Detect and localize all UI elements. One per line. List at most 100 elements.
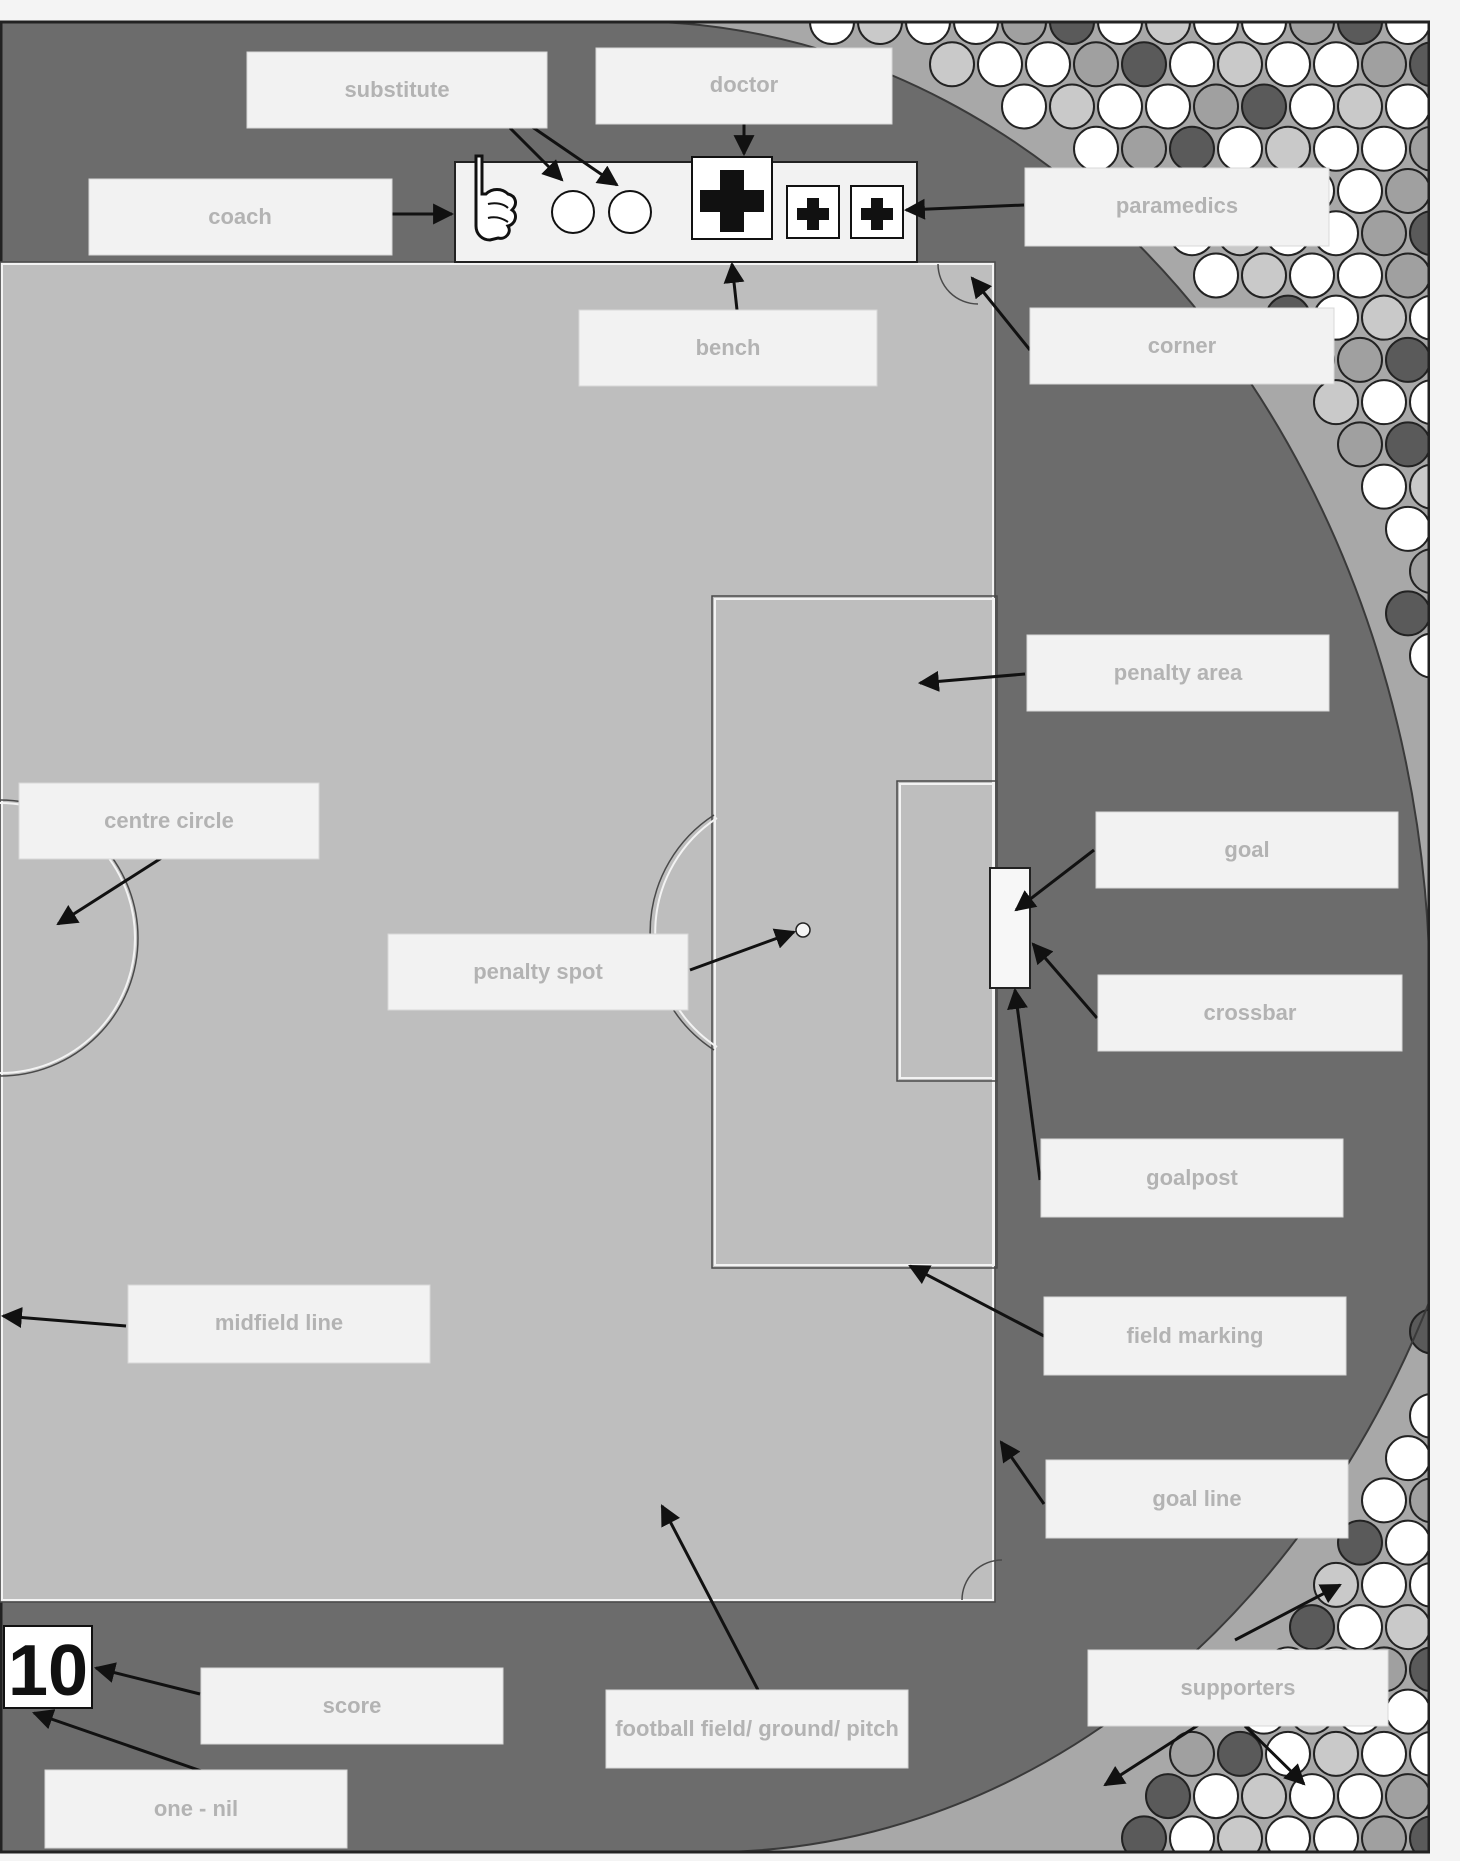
supporter-icon: [1386, 1774, 1430, 1818]
supporter-icon: [1314, 127, 1358, 171]
label-midfield-line: midfield line: [128, 1285, 430, 1363]
svg-text:field marking: field marking: [1127, 1323, 1264, 1348]
svg-text:coach: coach: [208, 204, 272, 229]
supporter-icon: [1338, 422, 1382, 466]
bench: [455, 162, 917, 262]
supporter-icon: [1170, 1816, 1214, 1856]
supporter-icon: [1386, 591, 1430, 635]
svg-text:goalpost: goalpost: [1146, 1165, 1238, 1190]
supporter-icon: [1290, 253, 1334, 297]
supporter-icon: [1122, 1816, 1166, 1856]
supporter-icon: [1218, 1732, 1262, 1776]
label-substitute: substitute: [247, 52, 547, 128]
label-penalty-spot: penalty spot: [388, 934, 688, 1010]
supporter-icon: [1266, 42, 1310, 86]
label-football-field: football field/ ground/ pitch: [606, 1690, 908, 1768]
supporter-icon: [1266, 127, 1310, 171]
supporter-icon: [1218, 42, 1262, 86]
substitute-player-icon: [552, 191, 594, 233]
football-pitch: [0, 262, 995, 1602]
supporter-icon: [1338, 253, 1382, 297]
supporter-icon: [1362, 1478, 1406, 1522]
supporter-icon: [1362, 296, 1406, 340]
supporter-icon: [1338, 1774, 1382, 1818]
label-penalty-area: penalty area: [1027, 635, 1329, 711]
supporter-icon: [1362, 127, 1406, 171]
svg-text:penalty spot: penalty spot: [473, 959, 603, 984]
supporter-icon: [1314, 1732, 1358, 1776]
label-corner: corner: [1030, 308, 1334, 384]
svg-text:centre circle: centre circle: [104, 808, 234, 833]
goal: [990, 868, 1030, 988]
supporter-icon: [1314, 42, 1358, 86]
supporter-icon: [1266, 1816, 1310, 1856]
scoreboard: 10: [4, 1626, 92, 1711]
svg-text:doctor: doctor: [710, 72, 779, 97]
label-goalpost: goalpost: [1041, 1139, 1343, 1217]
label-supporters: supporters: [1088, 1650, 1388, 1726]
label-field-marking: field marking: [1044, 1297, 1346, 1375]
supporter-icon: [1362, 465, 1406, 509]
label-bench: bench: [579, 310, 877, 386]
svg-text:midfield line: midfield line: [215, 1310, 343, 1335]
supporter-icon: [1122, 42, 1166, 86]
supporter-icon: [1290, 1774, 1334, 1818]
supporter-icon: [1362, 211, 1406, 255]
supporter-icon: [1218, 1816, 1262, 1856]
supporter-icon: [1290, 84, 1334, 128]
supporter-icon: [1170, 42, 1214, 86]
label-one-nil: one - nil: [45, 1770, 347, 1848]
supporter-icon: [1386, 253, 1430, 297]
penalty-spot: [796, 923, 810, 937]
supporter-icon: [1218, 127, 1262, 171]
supporter-icon: [1194, 84, 1238, 128]
supporter-icon: [1194, 1774, 1238, 1818]
supporter-icon: [1314, 1816, 1358, 1856]
svg-text:supporters: supporters: [1181, 1675, 1296, 1700]
supporter-icon: [1050, 84, 1094, 128]
svg-text:corner: corner: [1148, 333, 1217, 358]
label-goal-line: goal line: [1046, 1460, 1348, 1538]
supporter-icon: [1386, 1690, 1430, 1734]
supporter-icon: [1386, 1521, 1430, 1565]
svg-text:score: score: [323, 1693, 382, 1718]
label-goal: goal: [1096, 812, 1398, 888]
supporter-icon: [1338, 84, 1382, 128]
supporter-icon: [1194, 253, 1238, 297]
supporter-icon: [1362, 42, 1406, 86]
svg-text:one - nil: one - nil: [154, 1796, 238, 1821]
supporter-icon: [1242, 84, 1286, 128]
supporter-icon: [1122, 127, 1166, 171]
supporter-icon: [1386, 422, 1430, 466]
svg-text:penalty area: penalty area: [1114, 660, 1243, 685]
supporter-icon: [1146, 1774, 1190, 1818]
svg-text:goal: goal: [1224, 837, 1269, 862]
supporter-icon: [1386, 84, 1430, 128]
supporter-icon: [1290, 1605, 1334, 1649]
svg-text:goal line: goal line: [1152, 1486, 1241, 1511]
supporter-icon: [1386, 338, 1430, 382]
supporter-icon: [1386, 169, 1430, 213]
label-paramedics: paramedics: [1025, 168, 1329, 246]
supporter-icon: [1386, 507, 1430, 551]
supporter-icon: [1098, 84, 1142, 128]
supporter-icon: [1146, 84, 1190, 128]
svg-text:football field/ ground/ pitch: football field/ ground/ pitch: [615, 1716, 899, 1741]
label-centre-circle: centre circle: [19, 783, 319, 859]
supporter-icon: [978, 42, 1022, 86]
supporter-icon: [930, 42, 974, 86]
medical-cross-icon: [692, 157, 772, 239]
score-digits: 10: [8, 1631, 88, 1711]
supporter-icon: [1338, 169, 1382, 213]
label-doctor: doctor: [596, 48, 892, 124]
supporter-icon: [1362, 1563, 1406, 1607]
supporter-icon: [1314, 380, 1358, 424]
svg-text:substitute: substitute: [344, 77, 449, 102]
medical-cross-icon: [851, 186, 903, 238]
supporter-icon: [1002, 84, 1046, 128]
substitute-player-icon: [609, 191, 651, 233]
supporter-icon: [1386, 1605, 1430, 1649]
supporter-icon: [1074, 127, 1118, 171]
